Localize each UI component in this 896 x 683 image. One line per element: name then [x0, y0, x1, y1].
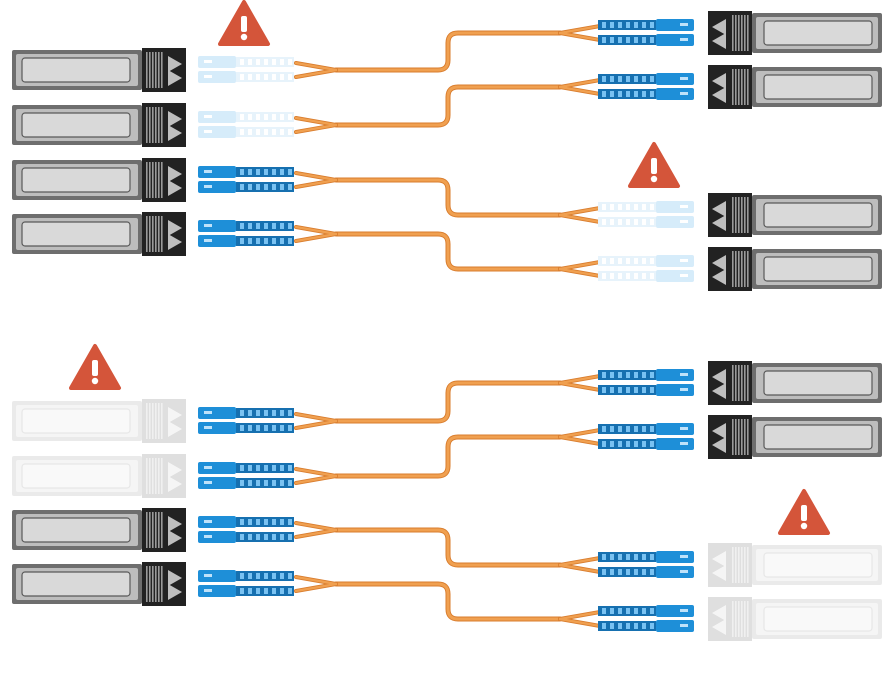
sfp-transceiver-icon	[12, 399, 186, 443]
duplex-lc-connector-icon	[598, 551, 694, 578]
sfp-transceiver-icon	[12, 48, 186, 92]
duplex-lc-connector-icon	[598, 369, 694, 396]
duplex-lc-connector-icon	[198, 516, 294, 543]
sfp-transceiver-icon	[708, 11, 882, 55]
warning-triangle-icon	[218, 0, 270, 46]
sfp-transceiver-icon	[708, 65, 882, 109]
sfp-transceiver-icon	[12, 212, 186, 256]
duplex-lc-connector-icon	[198, 570, 294, 597]
duplex-lc-connector-icon	[198, 111, 294, 138]
sfp-transceiver-icon	[708, 415, 882, 459]
duplex-lc-connector-icon	[598, 73, 694, 100]
sfp-transceiver-icon	[12, 158, 186, 202]
warning-triangle-icon	[778, 489, 830, 535]
fiber-cable	[294, 428, 602, 485]
duplex-lc-connector-icon	[598, 201, 694, 228]
sfp-transceiver-icon	[708, 193, 882, 237]
sfp-transceiver-icon	[12, 508, 186, 552]
panel-bottom-cabling	[12, 361, 882, 641]
duplex-lc-connector-icon	[198, 462, 294, 489]
fiber-cable	[294, 521, 602, 574]
duplex-lc-connector-icon	[198, 166, 294, 193]
sfp-transceiver-icon	[12, 454, 186, 498]
fiber-cable	[294, 374, 602, 430]
panel-top-cabling	[12, 11, 882, 291]
duplex-lc-connector-icon	[598, 605, 694, 632]
fiber-cable	[294, 575, 602, 628]
duplex-lc-connector-icon	[598, 423, 694, 450]
duplex-lc-connector-icon	[198, 220, 294, 247]
fiber-cable	[294, 171, 602, 224]
sfp-transceiver-icon	[708, 247, 882, 291]
duplex-lc-connector-icon	[198, 56, 294, 83]
fiber-cable	[294, 78, 602, 134]
sfp-transceiver-icon	[708, 361, 882, 405]
sfp-transceiver-icon	[12, 103, 186, 147]
sfp-transceiver-icon	[708, 543, 882, 587]
warning-triangle-icon	[628, 142, 680, 188]
duplex-lc-connector-icon	[198, 407, 294, 434]
fiber-cable	[294, 225, 602, 278]
sfp-transceiver-icon	[708, 597, 882, 641]
fiber-cable	[294, 24, 602, 79]
sfp-transceiver-icon	[12, 562, 186, 606]
duplex-lc-connector-icon	[598, 255, 694, 282]
warning-triangle-icon	[69, 344, 121, 390]
duplex-lc-connector-icon	[598, 19, 694, 46]
